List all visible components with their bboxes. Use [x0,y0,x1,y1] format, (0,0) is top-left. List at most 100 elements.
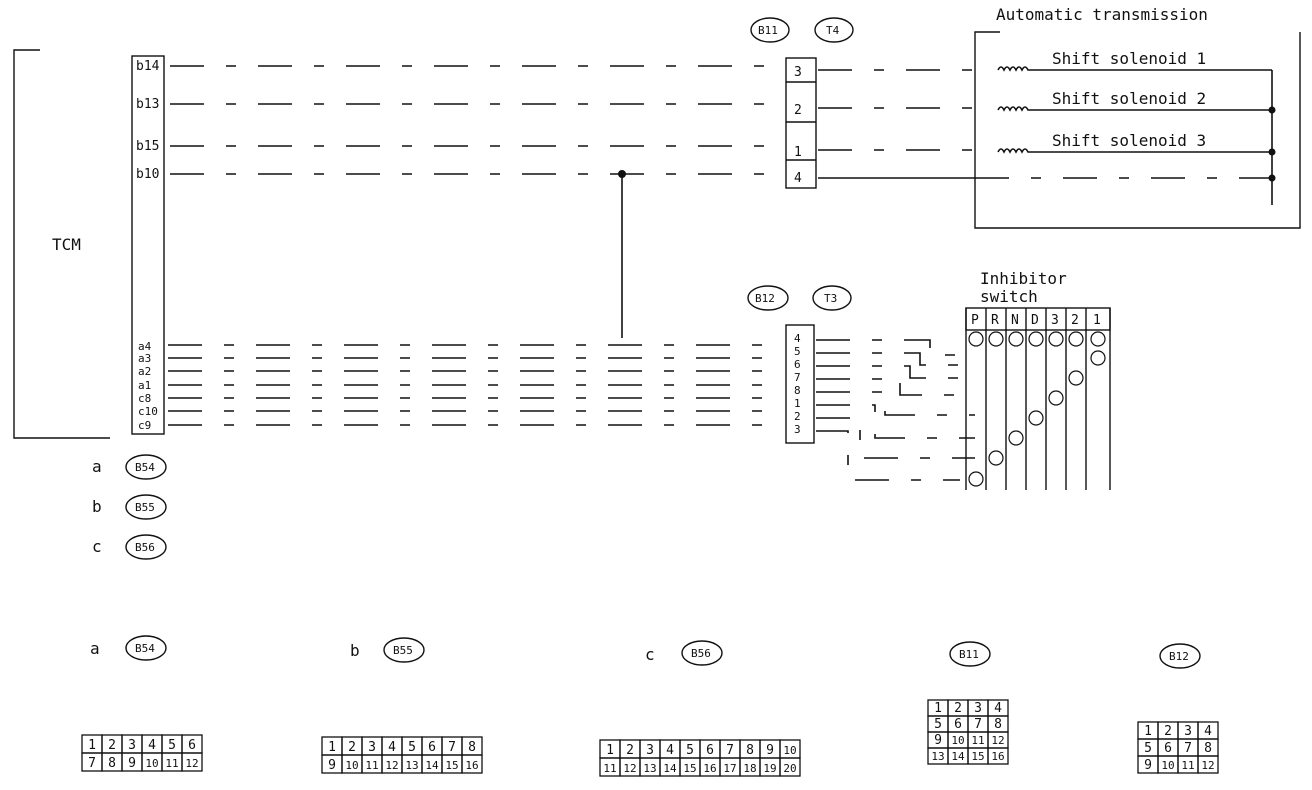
face-pin-label: 8 [108,756,116,771]
junction-dot [618,170,626,178]
face-pin-label: 14 [425,759,439,772]
face-pin-label: 9 [328,758,336,773]
tcm-block: TCM [13,49,165,439]
pin-label: a2 [138,365,151,378]
face-key: c [645,645,655,664]
face-cell [181,752,203,772]
connector-code: T3 [824,292,837,305]
junction-dot [1268,106,1276,114]
pin-label: 5 [794,345,801,358]
pin-label: 2 [794,103,802,118]
face-pin-label: 13 [643,762,656,775]
face-pin-label: 15 [445,759,458,772]
face-cell [987,747,1009,765]
pin-label: a3 [138,352,151,365]
face-pin-label: 11 [603,762,616,775]
face-pin-label: 8 [746,743,754,758]
solenoid-label: Shift solenoid 1 [1052,49,1206,68]
wires-mid [168,344,780,426]
face-pin-label: 10 [783,744,796,757]
face-pin-label: 6 [954,717,962,732]
face-pin-label: 6 [188,738,196,753]
face-pin-label: 11 [971,734,984,747]
pin-label: b15 [136,139,159,154]
face-pin-label: 3 [974,701,982,716]
inhibitor-title-1: Inhibitor [980,269,1067,288]
face-pin-label: 1 [328,740,336,755]
connector-b12-t3: B12 T3 4 5 6 7 8 1 2 3 [747,285,852,444]
face-pin-label: 15 [971,750,984,763]
face-pin-label: 2 [1164,724,1172,739]
position-label: P [971,313,979,328]
face-pin-label: 11 [365,759,378,772]
position-label: N [1011,313,1019,328]
pin-label: 6 [794,358,801,371]
pin-label: b14 [136,59,160,74]
face-pin-label: 10 [145,757,158,770]
tcm-pins-low: a4 a3 a2 a1 c8 c10 c9 [138,340,158,432]
face-code: B54 [135,642,155,655]
face-pin-label: 19 [763,762,776,775]
pin-label: c10 [138,405,158,418]
legend: a B54 b B55 c B56 [92,454,167,560]
face-pin-label: 11 [1181,759,1194,772]
pin-label: 7 [794,371,801,384]
pin-label: 8 [794,384,801,397]
face-pin-label: 5 [686,743,694,758]
face-pin-label: 6 [706,743,714,758]
solenoid-label: Shift solenoid 2 [1052,89,1206,108]
connector-face-labels: a B54 b B55 c B56 B11 B12 [90,635,1201,669]
junction-dot [1268,148,1276,156]
connector-code: B12 [755,292,775,305]
face-pin-label: 2 [348,740,356,755]
legend-code: B56 [135,541,155,554]
face-code: B56 [691,647,711,660]
face-pin-label: 1 [88,738,96,753]
face-cell [779,757,801,777]
pin-label: a1 [138,379,151,392]
position-label: R [991,313,999,328]
face-pin-label: 4 [148,738,156,753]
face-pin-label: 7 [1184,741,1192,756]
inhibitor-switch: Inhibitor switch P R N D 3 2 1 [965,269,1111,490]
face-pin-label: 1 [606,743,614,758]
pin-label: b13 [136,97,159,112]
face-pin-label: 3 [1184,724,1192,739]
face-pin-label: 15 [683,762,696,775]
face-pin-label: 9 [1144,758,1152,773]
face-pin-label: 8 [994,717,1002,732]
face-pin-label: 9 [766,743,774,758]
face-pin-label: 3 [128,738,136,753]
face-pin-label: 16 [703,762,716,775]
face-pin-label: 9 [934,733,942,748]
face-pin-label: 14 [663,762,677,775]
position-label: 3 [1051,313,1059,328]
face-pin-label: 17 [723,762,736,775]
face-pin-label: 7 [974,717,982,732]
face-key: a [90,639,100,658]
tcm-label: TCM [52,235,81,254]
position-label: 1 [1093,313,1101,328]
face-pin-label: 3 [368,740,376,755]
tcm-pins-b: b14 b13 b15 b10 [136,59,160,182]
face-pin-label: 5 [934,717,942,732]
face-pin-label: 12 [185,757,198,770]
pin-label: c8 [138,392,151,405]
face-pin-label: 2 [954,701,962,716]
face-pin-label: 4 [994,701,1002,716]
face-key: b [350,641,360,660]
face-pin-label: 12 [1201,759,1214,772]
position-label: D [1031,313,1039,328]
face-pin-label: 9 [128,756,136,771]
at-block: Automatic transmission Shift solenoid 1 … [974,5,1301,229]
face-pin-label: 5 [168,738,176,753]
pin-label: 3 [794,65,802,80]
face-code: B55 [393,644,413,657]
face-pin-label: 16 [465,759,478,772]
pin-label: a4 [138,340,152,353]
pin-label: 1 [794,145,802,160]
face-pin-label: 5 [1144,741,1152,756]
